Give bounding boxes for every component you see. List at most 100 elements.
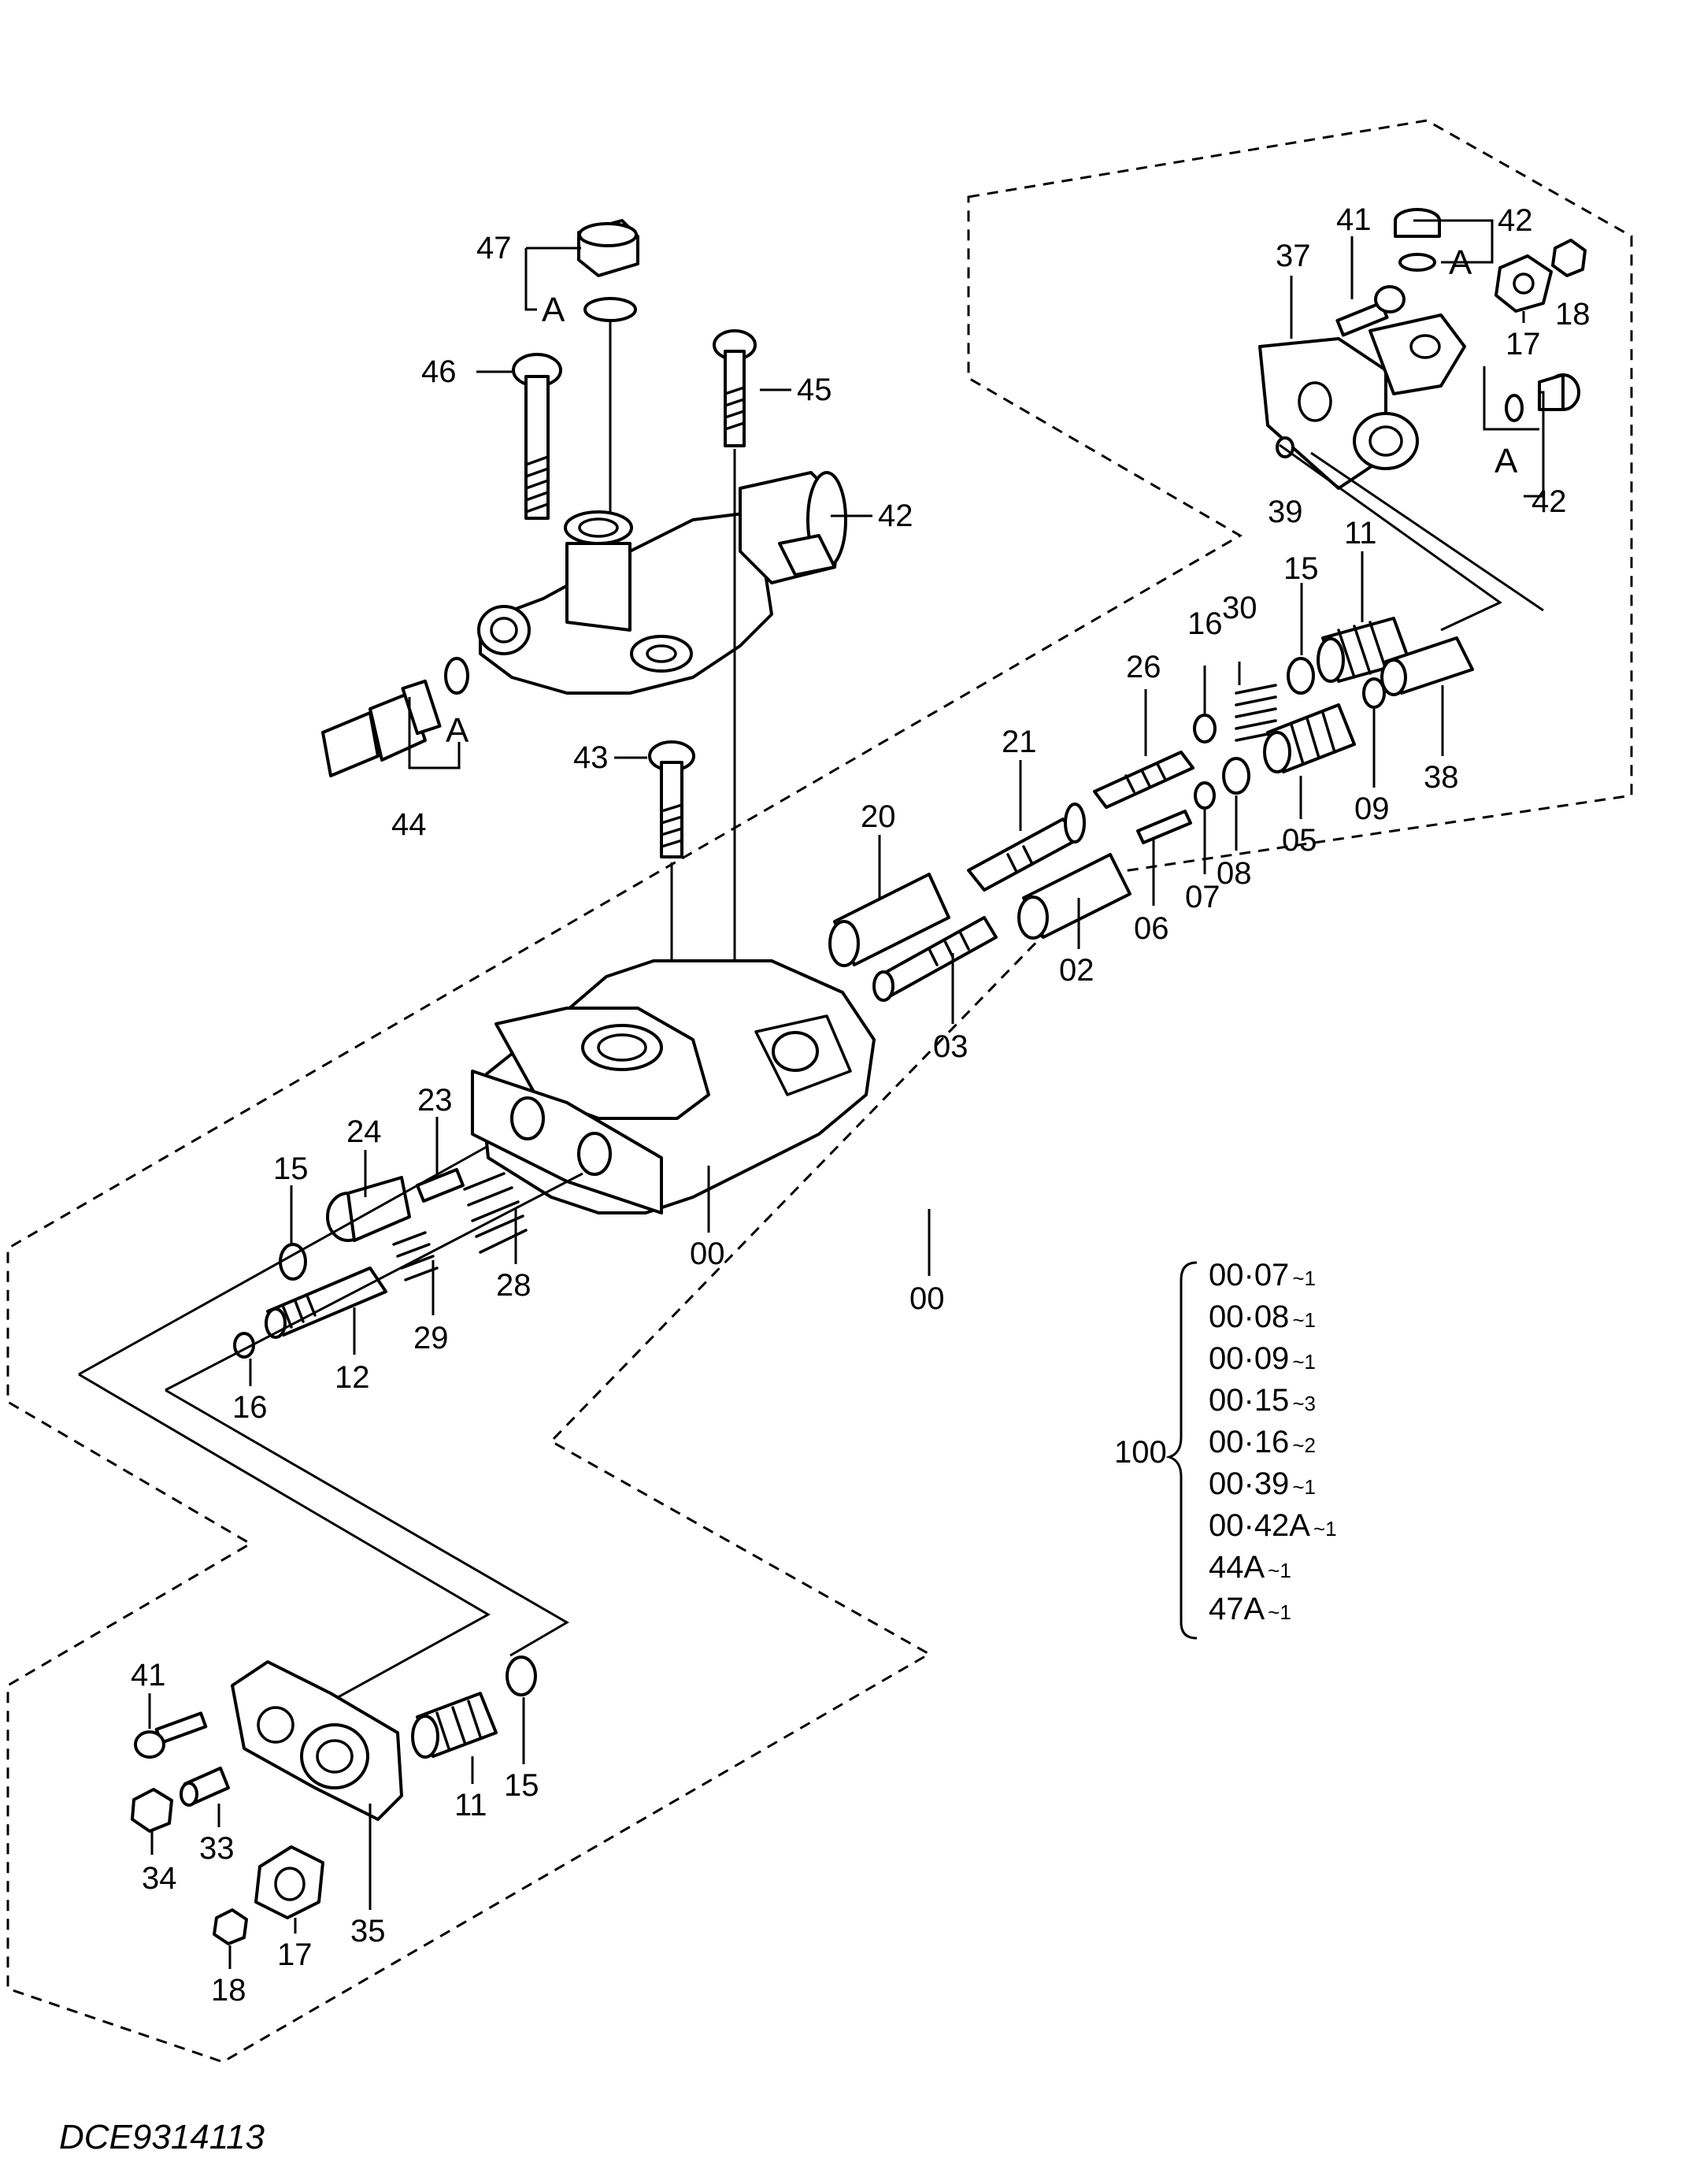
bolt-45 — [713, 329, 757, 447]
o-ring-07 — [1194, 781, 1216, 810]
nut-17-bottom — [254, 1845, 324, 1919]
spool-21 — [967, 803, 1086, 892]
valve-body-00 — [471, 959, 876, 1214]
callout-42-top-A: A — [1449, 243, 1472, 282]
callout-47-A: A — [542, 291, 565, 329]
callout-44-A: A — [446, 711, 469, 750]
o-ring-15-bottom — [506, 1656, 537, 1696]
kit-100-list: 100 00·07~1 00·08~1 00·09~1 00·15~3 00·1… — [1114, 1258, 1337, 1640]
bolt-46 — [512, 353, 562, 520]
callout-16-left: 16 — [232, 1390, 268, 1425]
kit-item: 00·15~3 — [1209, 1383, 1316, 1418]
callout-12: 12 — [335, 1360, 370, 1395]
callout-09: 09 — [1354, 792, 1390, 826]
kit-number: 100 — [1114, 1435, 1167, 1470]
spool-12 — [265, 1266, 387, 1339]
spring-29 — [392, 1231, 439, 1281]
spool-03 — [872, 916, 998, 1002]
callout-42-right: 42 — [1531, 484, 1567, 519]
callout-44: 44 — [391, 807, 427, 842]
o-ring-47A — [583, 297, 637, 322]
kit-item: 00·39~1 — [1209, 1467, 1316, 1501]
callout-21: 21 — [1002, 725, 1037, 759]
plug-47 — [577, 219, 639, 277]
screw-41-bottom — [134, 1711, 208, 1759]
bolt-43 — [648, 740, 695, 858]
callout-46: 46 — [421, 354, 457, 389]
sleeve-05 — [1263, 703, 1356, 773]
kit-item: 00·42A~1 — [1209, 1508, 1337, 1543]
nut-18-bottom — [213, 1908, 248, 1945]
callout-37: 37 — [1276, 239, 1311, 273]
nut-34 — [131, 1788, 173, 1833]
pressure-sensor-44 — [321, 679, 442, 777]
callout-15-top: 15 — [1283, 551, 1319, 586]
callout-38: 38 — [1424, 760, 1459, 795]
cover-plate-37 — [1258, 313, 1466, 490]
kit-item: 00·08~1 — [1209, 1300, 1316, 1334]
washer-08 — [1222, 757, 1250, 795]
callout-17-top: 17 — [1506, 327, 1541, 362]
spring-28 — [463, 1172, 528, 1254]
callout-43: 43 — [573, 740, 609, 775]
drawing-code: DCE9314113 — [59, 2118, 265, 2156]
screw-41-top — [1335, 285, 1406, 337]
spring-30 — [1235, 684, 1277, 742]
callout-15-bottom: 15 — [504, 1768, 539, 1803]
o-ring-42A-top — [1398, 253, 1436, 272]
callout-33: 33 — [199, 1831, 235, 1866]
kit-item: 47A~1 — [1209, 1592, 1291, 1626]
kit-item: 00·16~2 — [1209, 1425, 1316, 1459]
callout-42-right-A: A — [1494, 442, 1518, 480]
o-ring-15-top — [1287, 657, 1315, 695]
kit-item: 00·07~1 — [1209, 1258, 1316, 1292]
o-ring-09 — [1362, 677, 1386, 709]
sleeve-11-bottom — [411, 1692, 498, 1759]
callout-41-bottom: 41 — [131, 1658, 166, 1693]
callout-00-assembly: 00 — [909, 1281, 945, 1316]
cover-plate-35 — [231, 1660, 403, 1821]
callout-35: 35 — [350, 1914, 386, 1949]
o-ring-16-top — [1193, 714, 1217, 743]
callout-07: 07 — [1185, 880, 1220, 914]
callout-02: 02 — [1059, 953, 1094, 988]
sleeve-02 — [1017, 853, 1131, 940]
callout-06: 06 — [1134, 911, 1169, 946]
kit-item: 44A~1 — [1209, 1550, 1291, 1585]
nut-17-top — [1494, 254, 1553, 313]
plug-24 — [326, 1176, 411, 1242]
callout-24: 24 — [346, 1114, 382, 1149]
callout-42-top: 42 — [1498, 203, 1533, 238]
callout-45: 45 — [797, 373, 832, 407]
cap-38 — [1380, 636, 1474, 696]
callout-28: 28 — [496, 1268, 531, 1303]
callout-15-left: 15 — [273, 1151, 309, 1186]
callout-47: 47 — [476, 231, 512, 265]
callout-11-top: 11 — [1344, 516, 1377, 551]
plug-42-top — [1394, 208, 1441, 238]
spool-26 — [1093, 751, 1194, 809]
solenoid-valve-body — [477, 471, 847, 695]
assembly-boundary — [6, 119, 1633, 2063]
kit-item: 00·09~1 — [1209, 1341, 1316, 1376]
callout-26: 26 — [1126, 650, 1161, 684]
callout-17-bottom: 17 — [277, 1937, 313, 1972]
callout-23: 23 — [417, 1083, 453, 1118]
nut-18-top — [1551, 239, 1587, 277]
callout-39: 39 — [1268, 495, 1303, 529]
callout-08: 08 — [1217, 856, 1252, 891]
callout-29: 29 — [413, 1321, 449, 1355]
callout-18-bottom: 18 — [211, 1973, 246, 2008]
callout-41-top: 41 — [1336, 202, 1372, 237]
callout-11-bottom: 11 — [454, 1788, 487, 1822]
callout-03: 03 — [933, 1029, 969, 1064]
callout-34: 34 — [142, 1861, 177, 1896]
pin-06 — [1136, 810, 1192, 844]
o-ring-42A-right — [1505, 394, 1524, 422]
callout-05: 05 — [1282, 823, 1317, 858]
callout-00-body: 00 — [690, 1237, 725, 1271]
plug-42-right — [1538, 373, 1580, 411]
callout-20: 20 — [861, 799, 896, 834]
callout-16-top: 16 — [1187, 606, 1223, 641]
